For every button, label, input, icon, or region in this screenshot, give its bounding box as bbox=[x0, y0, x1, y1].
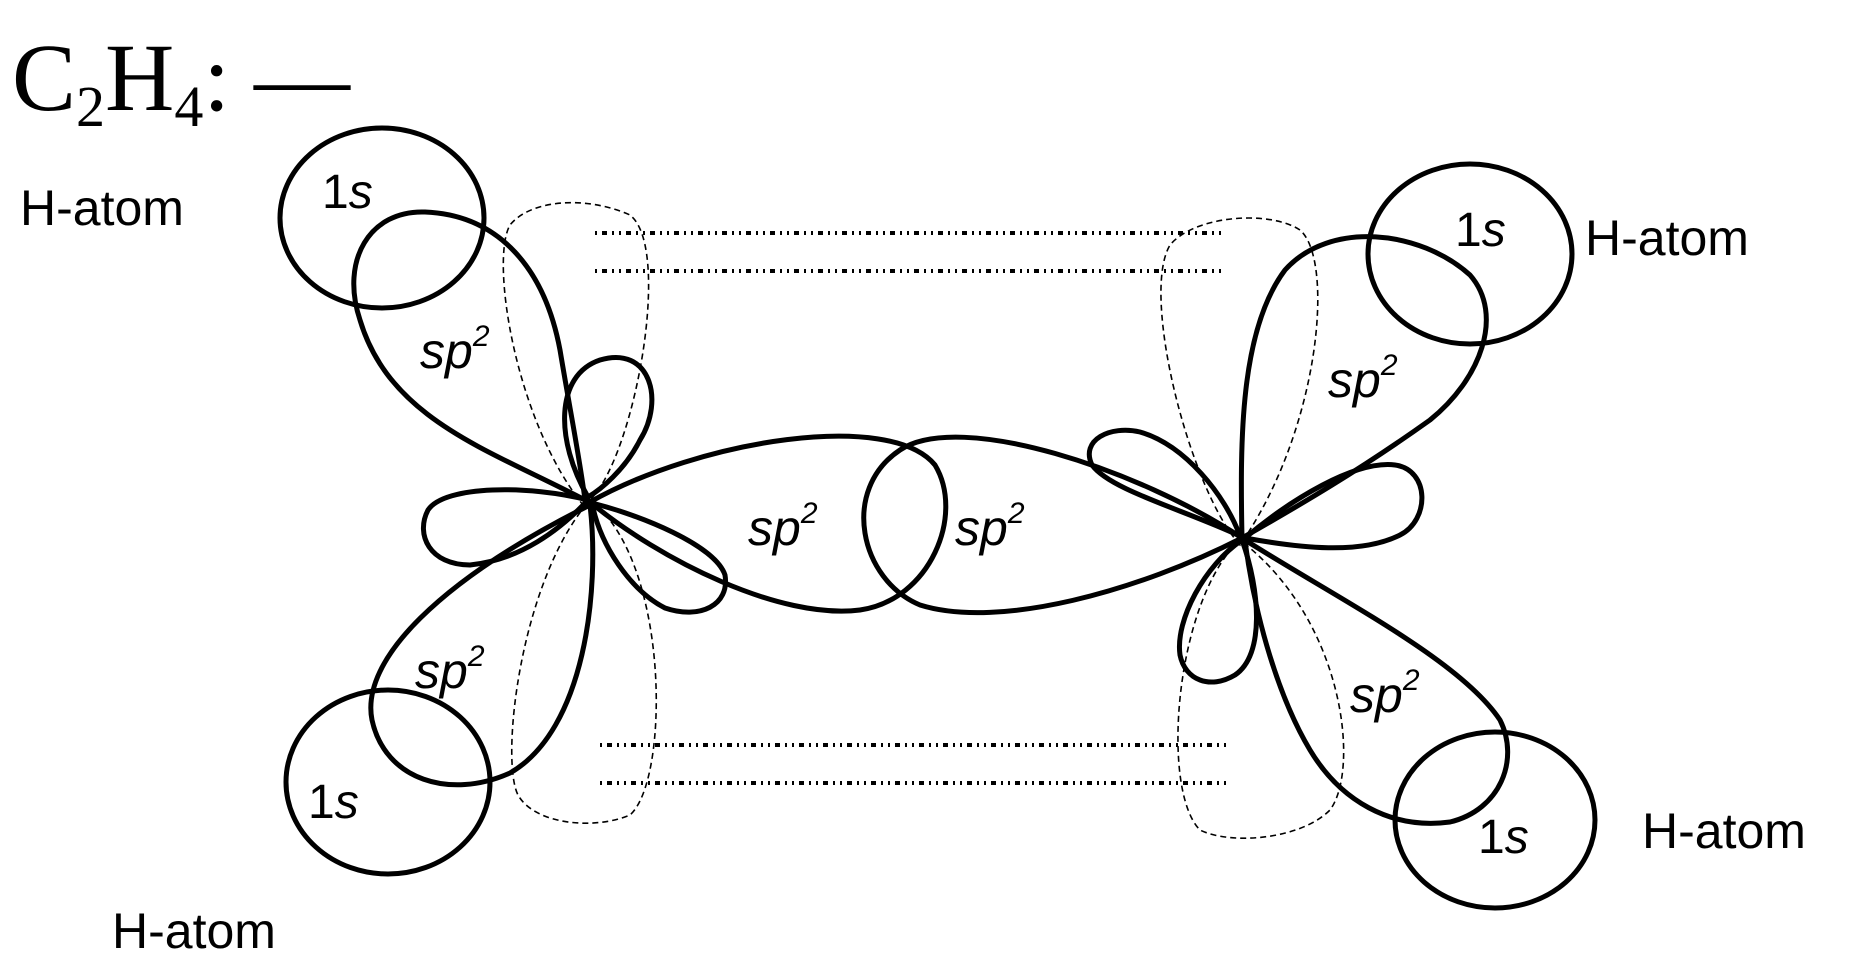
p-orbital-right-lower bbox=[1177, 538, 1345, 839]
label-1s-top-left: 1s bbox=[322, 166, 373, 219]
sp2-lobe-cc-left bbox=[587, 433, 949, 614]
p-orbital-left-upper bbox=[502, 201, 650, 507]
small-lobe-right-down bbox=[1176, 537, 1259, 685]
small-lobe-left-down bbox=[589, 500, 729, 615]
label-sp2-right-lower: sp2 bbox=[1350, 664, 1420, 723]
label-h-atom-bottom-left: H-atom bbox=[112, 903, 276, 959]
sp2-lobe-right-lower bbox=[1242, 537, 1511, 826]
label-sp2-left-lower: sp2 bbox=[415, 640, 485, 699]
h-1s-orbital-top-right bbox=[1365, 161, 1575, 347]
small-lobe-right-up bbox=[1087, 427, 1243, 539]
small-lobe-left-back bbox=[421, 487, 591, 568]
small-lobe-left-up bbox=[562, 355, 655, 500]
h-1s-orbital-bottom-left bbox=[283, 687, 493, 877]
p-orbital-left-lower bbox=[510, 498, 658, 824]
sp2-lobe-cc-right bbox=[861, 434, 1245, 616]
label-1s-top-right: 1s bbox=[1455, 204, 1506, 257]
p-orbital-right-upper bbox=[1160, 217, 1319, 547]
h-1s-orbital-bottom-right bbox=[1392, 729, 1598, 911]
sp2-lobe-right-upper bbox=[1238, 234, 1489, 541]
sp2-lobe-left-lower bbox=[368, 502, 596, 788]
label-sp2-cc-right: sp2 bbox=[955, 497, 1025, 556]
small-lobe-right-front bbox=[1242, 462, 1425, 551]
sp2-lobe-left-upper bbox=[351, 209, 588, 503]
label-1s-bottom-left: 1s bbox=[308, 776, 359, 829]
h-1s-orbital-top-left bbox=[277, 125, 487, 311]
label-h-atom-top-right: H-atom bbox=[1585, 210, 1749, 266]
label-sp2-cc-left: sp2 bbox=[748, 497, 818, 556]
label-1s-bottom-right: 1s bbox=[1478, 811, 1529, 864]
formula-title: C2H4: — bbox=[12, 24, 351, 139]
label-h-atom-bottom-right: H-atom bbox=[1642, 803, 1806, 859]
label-h-atom-top-left: H-atom bbox=[20, 180, 184, 236]
label-sp2-left-upper: sp2 bbox=[420, 320, 490, 379]
label-sp2-right-upper: sp2 bbox=[1328, 349, 1398, 408]
